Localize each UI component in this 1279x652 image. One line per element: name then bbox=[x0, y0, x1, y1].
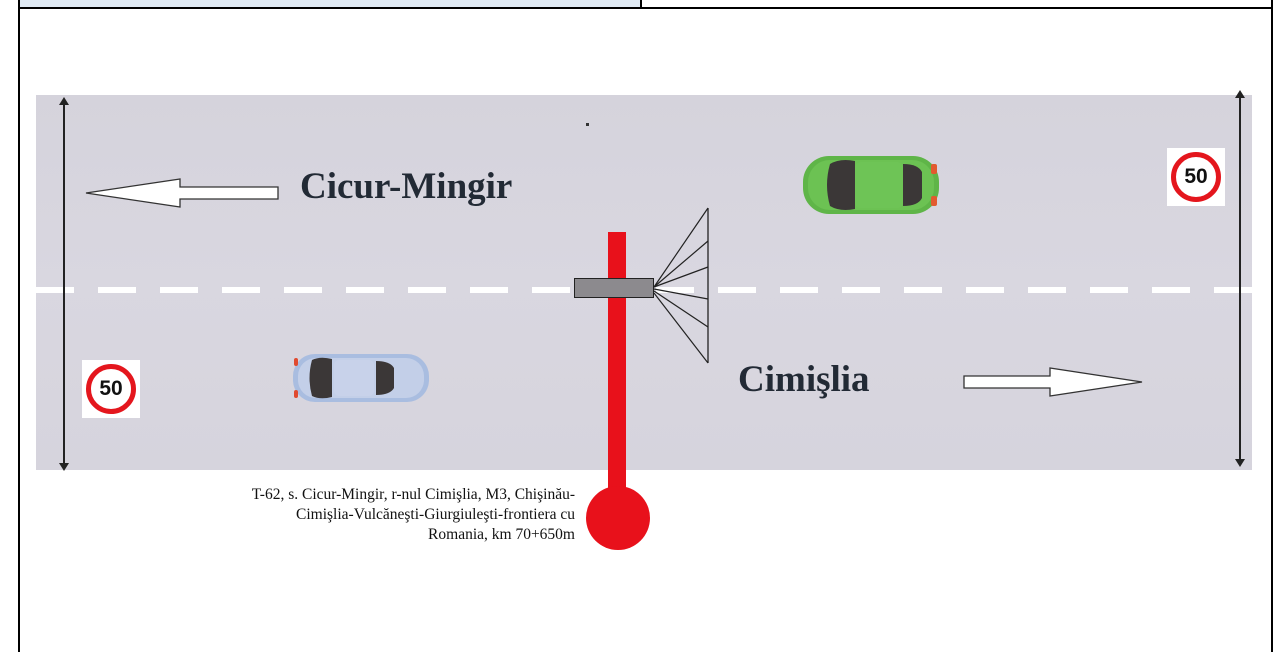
location-caption: T-62, s. Cicur-Mingir, r-nul Cimişlia, M… bbox=[40, 485, 575, 545]
table-border-top bbox=[18, 7, 1273, 9]
table-header-cell-right bbox=[642, 0, 1273, 7]
camera-pole bbox=[608, 232, 626, 502]
road-width-marker-left bbox=[59, 97, 69, 471]
caption-line: Cimişlia-Vulcăneşti-Giurgiuleşti-frontie… bbox=[296, 506, 575, 523]
scan-speck bbox=[586, 123, 589, 126]
table-border-left bbox=[18, 0, 20, 652]
speed-limit-sign-bottom-left: 50 bbox=[82, 360, 140, 418]
camera-field-of-view bbox=[653, 207, 709, 364]
speed-limit-value: 50 bbox=[1171, 152, 1221, 202]
direction-label-right: Cimişlia bbox=[738, 359, 870, 400]
arrow-right-icon bbox=[963, 367, 1143, 397]
speed-limit-value: 50 bbox=[86, 364, 136, 414]
car-icon bbox=[293, 354, 429, 402]
camera-pole-base bbox=[586, 486, 650, 550]
speed-limit-sign-top-right: 50 bbox=[1167, 148, 1225, 206]
table-header-divider bbox=[640, 0, 642, 9]
table-header-cell-left bbox=[18, 0, 640, 7]
caption-line: Romania, km 70+650m bbox=[428, 526, 575, 543]
road-width-marker-right bbox=[1235, 90, 1245, 467]
caption-line: T-62, s. Cicur-Mingir, r-nul Cimişlia, M… bbox=[251, 486, 575, 503]
car-icon bbox=[803, 156, 939, 214]
speed-camera-icon bbox=[574, 278, 654, 298]
table-border-right bbox=[1271, 0, 1273, 652]
direction-label-left: Cicur-Mingir bbox=[300, 166, 513, 207]
arrow-left-icon bbox=[85, 178, 279, 208]
